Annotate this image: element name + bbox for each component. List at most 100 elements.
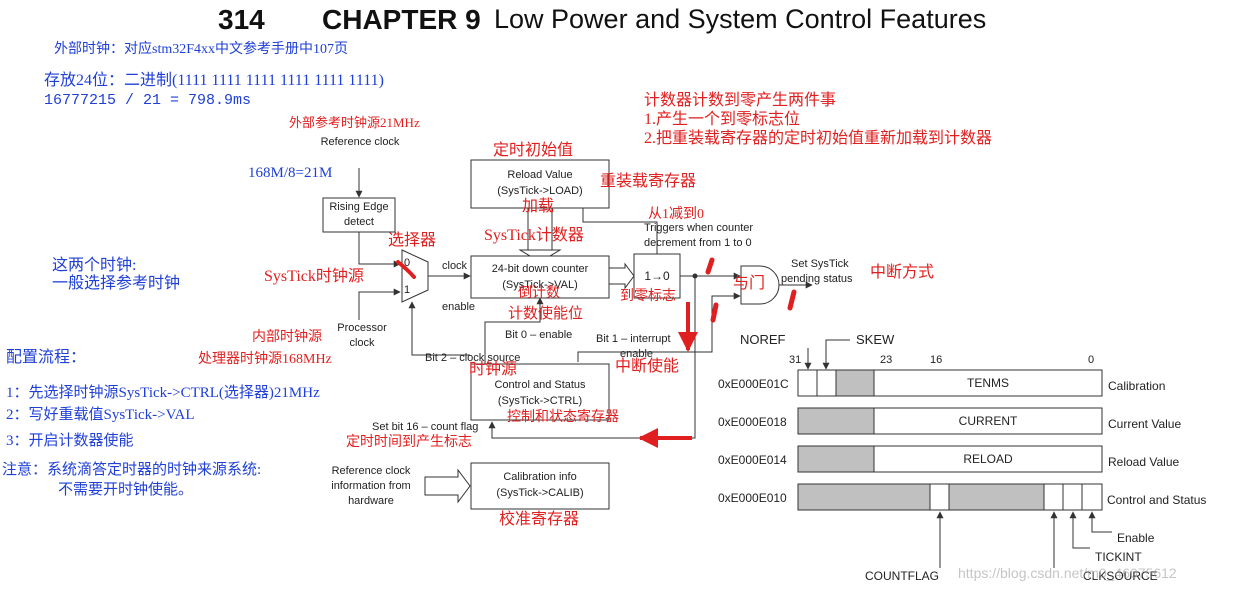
reg-field-reload: RELOAD (963, 452, 1013, 466)
ref-clock-label: Reference clock (320, 136, 400, 148)
note-event-2: 2.把重装载寄存器的定时初始值重新加载到计数器 (644, 130, 993, 147)
page-number: 314 (218, 4, 265, 35)
chapter-label: CHAPTER 9 (322, 4, 481, 35)
set-bit16-label: Set bit 16 – count flag (372, 421, 479, 433)
processor-clock-label: Processor clock (337, 322, 387, 349)
reg-addr-reload: 0xE000E014 (718, 453, 787, 467)
enable-label: enable (442, 301, 476, 313)
counter-reg-label: (SysTick->VAL) (502, 279, 578, 291)
cal-box (470, 462, 610, 510)
and-gate-shape (740, 265, 780, 305)
interrupt-mode-cn: 中断方式 (870, 264, 935, 281)
bit16-label: 16 (930, 354, 943, 366)
one-to-zero-cn: 从1减到0 (648, 207, 704, 222)
clock-label: clock (442, 260, 468, 272)
reg-addr-ctrl: 0xE000E010 (718, 491, 787, 505)
note-ext-clock: 外部时钟：对应stm32F4xx中文参考手册中107页 (54, 42, 349, 57)
rising-edge-label: Rising Edge detect (329, 201, 389, 228)
page-title: Low Power and System Control Features (494, 4, 987, 34)
mux-input-1: 1 (404, 284, 411, 296)
bit2-line (408, 301, 470, 356)
cal-reg-label: (SysTick->CALIB) (496, 487, 584, 499)
rising-edge-box (322, 197, 396, 233)
tickint-label: TICKINT (1095, 550, 1142, 564)
enable-field-label: Enable (1117, 531, 1155, 545)
config-step-2: 2：写好重载值SysTick->VAL (6, 407, 195, 423)
detect-label: 1→0 (644, 269, 670, 283)
ctrl-reg-cn: 控制和状态寄存器 (507, 410, 619, 425)
proc-to-mux-line (358, 288, 401, 320)
reg-name-calib: Calibration (1108, 379, 1166, 393)
bit1-label-1: Bit 1 – interrupt (596, 333, 671, 345)
ref-info-arrow (424, 468, 471, 504)
counter-label: 24-bit down counter (491, 263, 589, 275)
detect-box (633, 253, 681, 299)
bit23-label: 23 (880, 354, 893, 366)
int-enable-line (577, 292, 741, 362)
register-table (797, 339, 1112, 568)
red-stroke-2 (710, 302, 719, 323)
config-step-1: 1：先选择时钟源SysTick->CTRL(选择器)21MHz (6, 385, 320, 401)
watermark: https://blog.csdn.net/m0_46075612 (958, 565, 1177, 581)
countdown-cn: 倒计数 (518, 286, 560, 301)
reload-value-label: Reload Value (507, 169, 573, 181)
bit0-label: Bit 0 – enable (505, 329, 573, 341)
red-stroke-3 (787, 289, 797, 311)
systick-src-cn: SysTick时钟源 (264, 268, 364, 285)
clksource-label: CLKSOURCE (1083, 569, 1158, 583)
systick-counter-cn: SysTick计数器 (484, 227, 584, 244)
load-cn: 加载 (522, 198, 555, 215)
bit2-label: Bit 2 – clock source (425, 352, 521, 364)
note-store-24bit: 存放24位：二进制(1111 1111 1111 1111 1111 1111) (44, 72, 384, 89)
reg-addr-current: 0xE000E018 (718, 415, 787, 429)
clock-src-cn: 时钟源 (469, 361, 518, 378)
and-gate-cn: 与门 (733, 275, 766, 292)
rising-to-mux-line (358, 232, 401, 268)
red-mux-stroke (396, 260, 416, 279)
bit1-label-2: enable (620, 348, 654, 360)
reg-addr-calib: 0xE000E01C (718, 377, 789, 391)
bit0-reg-label: 0 (1088, 354, 1095, 366)
cal-info-label: Calibration info (503, 471, 577, 483)
reload-box (470, 159, 610, 209)
note-calc: 16777215 / 21 = 798.9ms (44, 92, 252, 109)
to-zero-flag-cn: 到零标志 (620, 289, 676, 304)
config-title: 配置流程： (6, 349, 87, 366)
reload-reg-cn: 重装载寄存器 (600, 173, 697, 190)
note-two-clocks-1: 这两个时钟: (52, 257, 137, 274)
cpu-clk-cn: 处理器时钟源168MHz (198, 352, 332, 367)
triggers-label-1: Triggers when counter (644, 222, 754, 234)
count-flag-line (488, 276, 696, 439)
reg-field-tenms: TENMS (967, 376, 1009, 390)
red-stroke-1 (705, 257, 715, 275)
enable-line (484, 297, 544, 364)
note-2: 不需要开时钟使能。 (58, 482, 194, 498)
set-pending-label-1: Set SysTick (791, 258, 849, 270)
countflag-label: COUNTFLAG (865, 569, 940, 583)
ctrl-reg-label: (SysTick->CTRL) (497, 395, 583, 407)
ctrl-box (470, 363, 610, 421)
triggers-label-2: decrement from 1 to 0 (644, 237, 752, 249)
config-step-3: 3：开启计数器使能 (6, 433, 134, 449)
reload-reg-label: (SysTick->LOAD) (497, 185, 583, 197)
reg-name-current: Current Value (1108, 417, 1182, 431)
ref-info-label: Reference clock information from hardwar… (331, 465, 411, 507)
ref-clock-cn: 外部参考时钟源21MHz (289, 115, 420, 130)
note-div-calc: 168M/8=21M (248, 165, 333, 181)
reload-title-cn: 定时初始值 (493, 142, 574, 159)
ctrl-title: Control and Status (494, 379, 586, 391)
reg-field-current: CURRENT (958, 414, 1018, 428)
note-zero-events: 计数器计数到零产生两件事 (644, 92, 837, 109)
mux-label-cn: 选择器 (388, 232, 437, 249)
reload-loop-line (582, 208, 658, 254)
mux-input-0: 0 (404, 257, 411, 269)
skew-label: SKEW (856, 332, 895, 347)
int-enable-cn: 中断使能 (615, 358, 680, 375)
note-two-clocks-2: 一般选择参考时钟 (52, 275, 181, 292)
reg-name-reload: Reload Value (1108, 455, 1180, 469)
internal-clk-cn: 内部时钟源 (252, 330, 322, 345)
cal-reg-cn: 校准寄存器 (499, 511, 580, 528)
note-1: 注意：系统滴答定时器的时钟来源系统: (2, 462, 262, 478)
reg-name-ctrl: Control and Status (1107, 493, 1207, 507)
